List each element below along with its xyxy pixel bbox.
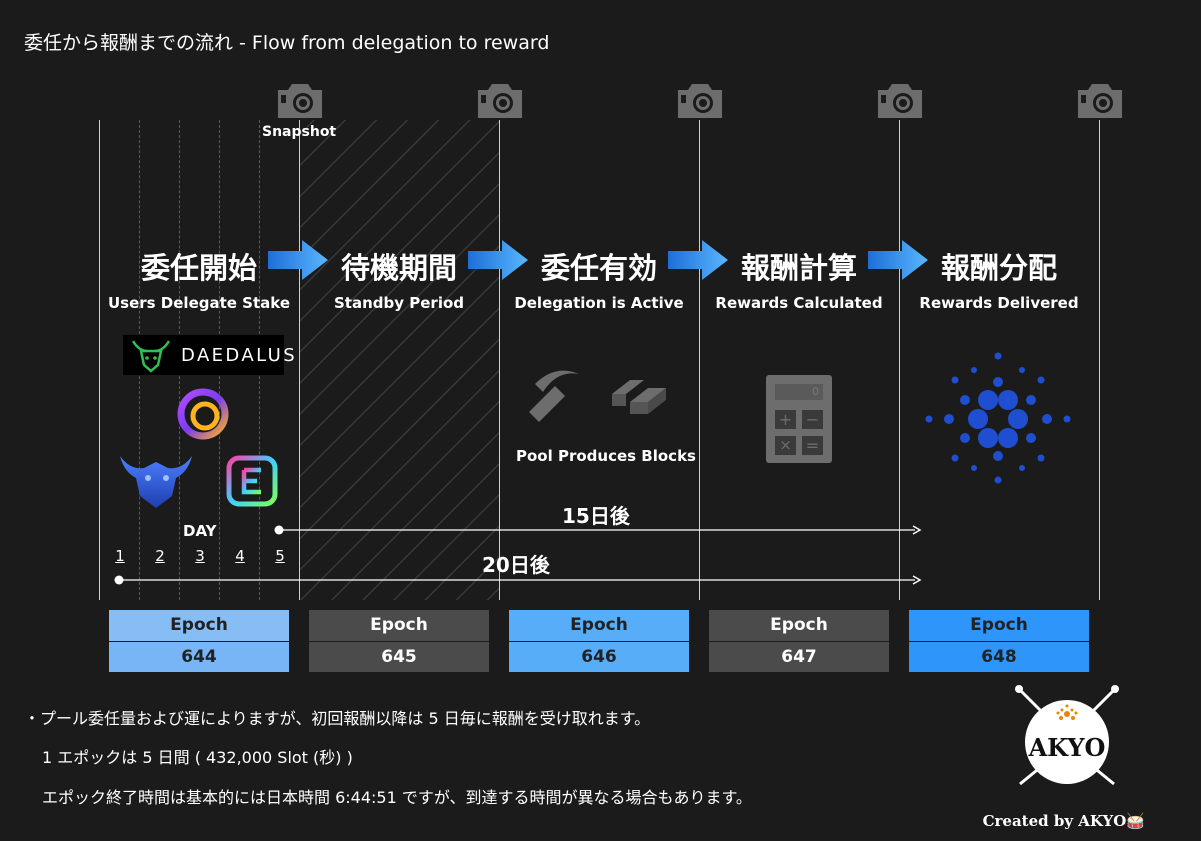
timeline-line <box>499 120 500 600</box>
epoch-number: 648 <box>909 641 1089 672</box>
wallet-ring-logo <box>177 388 229 440</box>
day-number: 2 <box>155 547 165 565</box>
akyo-drum-logo <box>1015 685 1119 786</box>
keyboard-keys-icon <box>612 380 666 414</box>
arrow-right-icon <box>268 240 328 280</box>
calc-equals-key: = <box>802 436 823 455</box>
timeline-line <box>99 120 100 600</box>
epoch-box: Epoch 648 <box>909 610 1089 672</box>
timeline-line <box>1099 120 1100 600</box>
day-number: 5 <box>275 547 285 565</box>
daedalus-logo: DAEDALUS <box>123 335 295 375</box>
snapshot-label: Snapshot <box>262 124 337 140</box>
epoch-number: 644 <box>109 641 289 672</box>
span-15-arrow <box>274 525 922 535</box>
calculator-icon: 0 + − × = <box>766 375 832 463</box>
day-label: DAY <box>183 522 217 540</box>
timeline-line <box>699 120 700 600</box>
epoch-number: 647 <box>709 641 889 672</box>
day-number: 1 <box>115 547 125 565</box>
day-number: 3 <box>195 547 205 565</box>
pool-produces-blocks-label: Pool Produces Blocks <box>516 447 696 465</box>
epoch-number: 645 <box>309 641 489 672</box>
span-20-label: 20日後 <box>482 553 550 577</box>
stage-title-en: Delegation is Active <box>514 294 684 312</box>
epoch-label: Epoch <box>309 610 489 641</box>
note-line: ・プール委任量および運によりますが、初回報酬以降は 5 日毎に報酬を受け取れます… <box>24 709 651 728</box>
stage-title-en: Rewards Delivered <box>919 294 1079 312</box>
pickaxe-icon <box>529 370 579 422</box>
stage-title-jp: 委任有効 <box>540 251 657 285</box>
epoch-label: Epoch <box>109 610 289 641</box>
stage-title-jp: 報酬計算 <box>740 251 857 285</box>
calc-times-key: × <box>775 436 796 455</box>
credit-text: Created by AKYO🥁 <box>982 812 1145 830</box>
calc-plus-key: + <box>775 410 796 429</box>
note-line: 1 エポックは 5 日間 ( 432,000 Slot (秒) ) <box>42 748 353 767</box>
span-20-arrow <box>114 575 922 585</box>
cardano-logo <box>925 352 1071 484</box>
note-line: エポック終了時間は基本的には日本時間 6:44:51 ですが、到達する時間が異な… <box>42 788 752 807</box>
arrow-right-icon <box>668 240 728 280</box>
stage-title-jp: 報酬分配 <box>940 251 1057 285</box>
stage-title-jp: 委任開始 <box>140 251 257 285</box>
arrow-right-icon <box>868 240 928 280</box>
epoch-number: 646 <box>509 641 689 672</box>
epoch-label: Epoch <box>509 610 689 641</box>
calc-minus-key: − <box>802 410 823 429</box>
camera-icon <box>1078 84 1122 118</box>
arrow-right-icon <box>468 240 528 280</box>
calculator-display: 0 <box>775 384 823 400</box>
epoch-label: Epoch <box>909 610 1089 641</box>
camera-icon <box>278 84 322 118</box>
epoch-box: Epoch 647 <box>709 610 889 672</box>
camera-icon <box>678 84 722 118</box>
stage-title-jp: 待機期間 <box>340 251 457 285</box>
timeline-line <box>299 120 300 600</box>
standby-hatch-area <box>300 120 500 600</box>
epoch-box: Epoch 644 <box>109 610 289 672</box>
epoch-box: Epoch 646 <box>509 610 689 672</box>
camera-icon <box>478 84 522 118</box>
camera-icon <box>878 84 922 118</box>
daedalus-logo-text: DAEDALUS <box>181 345 298 366</box>
stage-title-en: Users Delegate Stake <box>107 294 291 312</box>
timeline-line <box>899 120 900 600</box>
epoch-label: Epoch <box>709 610 889 641</box>
day-number: 4 <box>235 547 245 565</box>
stage-title-en: Standby Period <box>334 294 464 312</box>
page-title: 委任から報酬までの流れ - Flow from delegation to re… <box>24 32 550 54</box>
wallet-bull-logo <box>120 456 192 508</box>
epoch-box: Epoch 645 <box>309 610 489 672</box>
wallet-e-logo <box>226 455 278 507</box>
stage-title-en: Rewards Calculated <box>715 294 883 312</box>
akyo-logo-text: AKYO <box>1028 733 1106 762</box>
span-15-label: 15日後 <box>562 504 630 528</box>
